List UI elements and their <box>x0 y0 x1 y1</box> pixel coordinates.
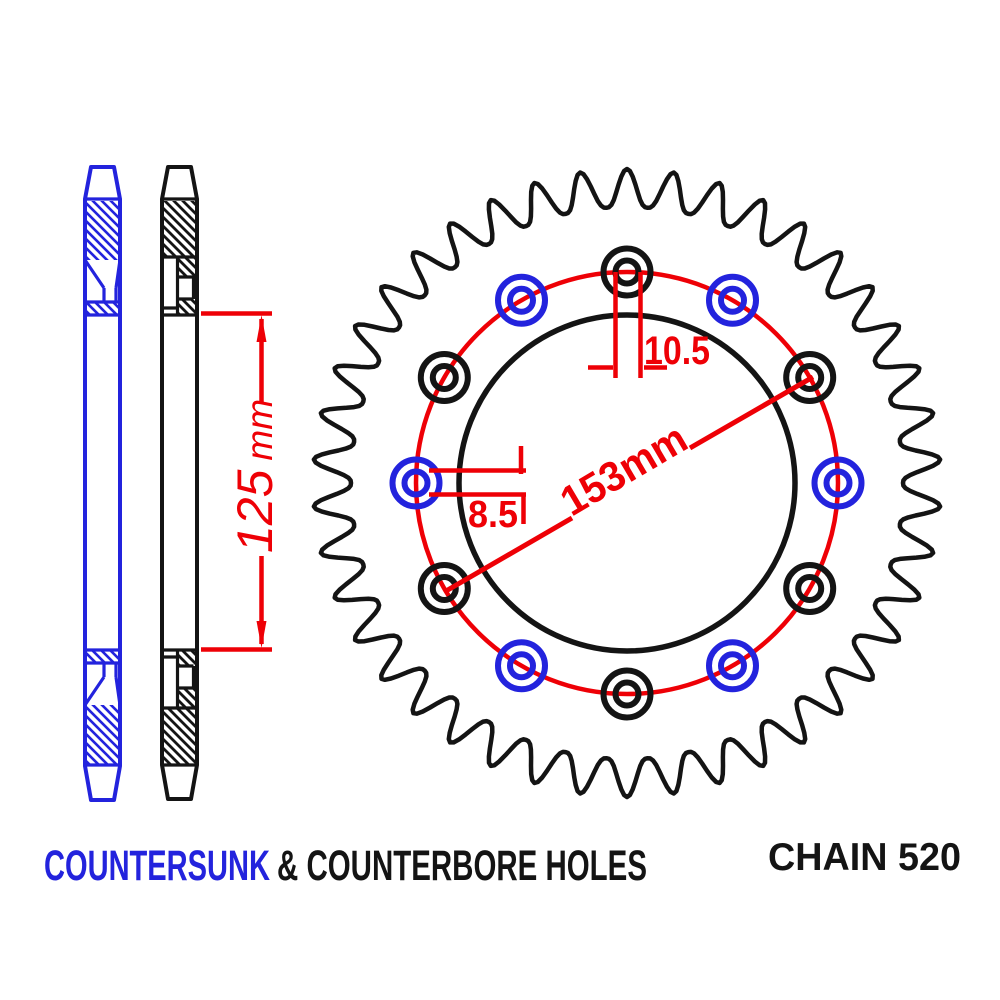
countersunk-hole <box>706 639 759 693</box>
side-view-countersunk <box>83 165 122 802</box>
dim-153-label: 153mm <box>552 414 695 525</box>
dim-153-lines <box>444 374 815 594</box>
footer-counterbore-label: & COUNTERBORE HOLES <box>277 842 647 890</box>
counterbore-hole <box>417 351 471 404</box>
countersunk-hole <box>706 273 759 327</box>
bore-circle <box>456 312 798 654</box>
dim-105-lines <box>588 272 667 378</box>
countersunk-internal-lines <box>83 197 122 767</box>
dim-85-lines <box>429 446 526 524</box>
counterbore-hole <box>783 562 837 615</box>
countersunk-hole <box>811 456 865 510</box>
dim-countersunk-hole: 8.5 <box>429 446 526 536</box>
counterbore-section-outline <box>160 165 199 801</box>
dim-bolt-circle: 153mm <box>444 374 815 594</box>
footer-chain-label: CHAIN 520 <box>768 836 961 879</box>
countersunk-hatch-top <box>85 201 120 260</box>
dim-125-extension-lines <box>201 311 272 652</box>
bolt-circle <box>413 269 841 697</box>
teeth-outline <box>311 166 943 800</box>
side-view-counterbore <box>160 165 199 801</box>
countersunk-hole <box>495 273 548 327</box>
countersunk-hole <box>495 639 548 693</box>
counterbore-hatch-top <box>162 201 197 257</box>
dim-125-arrow-down <box>256 621 267 648</box>
dim-105-label: 10.5 <box>644 329 710 373</box>
dim-125-arrow-up <box>256 315 267 342</box>
dim-counterbore-hole: 10.5 <box>588 272 710 378</box>
footer-countersunk-label: COUNTERSUNK <box>44 842 270 890</box>
counterbore-hole <box>600 667 654 721</box>
counterbore-internal-lines <box>162 197 197 767</box>
counterbore-hatch-bottom <box>162 708 197 765</box>
countersunk-hole <box>389 456 443 510</box>
footer: COUNTERSUNK & COUNTERBORE HOLES CHAIN 52… <box>44 836 961 890</box>
counterbore-hole <box>417 562 471 615</box>
counterbore-hole <box>783 351 837 404</box>
dim-bore-125: 125mm <box>201 311 283 652</box>
dim-125-label: 125mm <box>227 399 283 553</box>
dim-85-label: 8.5 <box>468 494 518 536</box>
countersunk-section-outline <box>83 165 122 802</box>
countersunk-hatch-bottom <box>85 705 120 765</box>
